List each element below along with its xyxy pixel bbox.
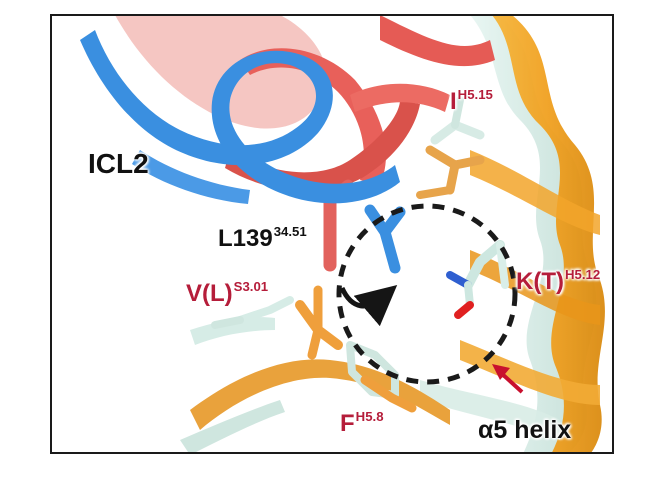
salmon-loop	[115, 15, 495, 272]
rotation-arrow	[339, 284, 398, 327]
i-label: IH5.15	[450, 87, 493, 115]
alpha5-helix-label: α5 helix	[478, 416, 572, 444]
icl2-blue-ribbon	[80, 30, 406, 274]
helix-pointer-arrow	[492, 364, 524, 394]
binding-pocket-circle	[336, 203, 518, 385]
vl-label: V(L)S3.01	[186, 279, 269, 307]
residue-sidechains	[211, 96, 509, 413]
icl2-label: ICL2	[88, 148, 149, 179]
figure-frame	[50, 14, 614, 454]
kt-label: K(T)H5.12	[516, 267, 601, 295]
l139-label: L13934.51	[218, 224, 307, 252]
f-label: FH5.8	[340, 409, 384, 437]
